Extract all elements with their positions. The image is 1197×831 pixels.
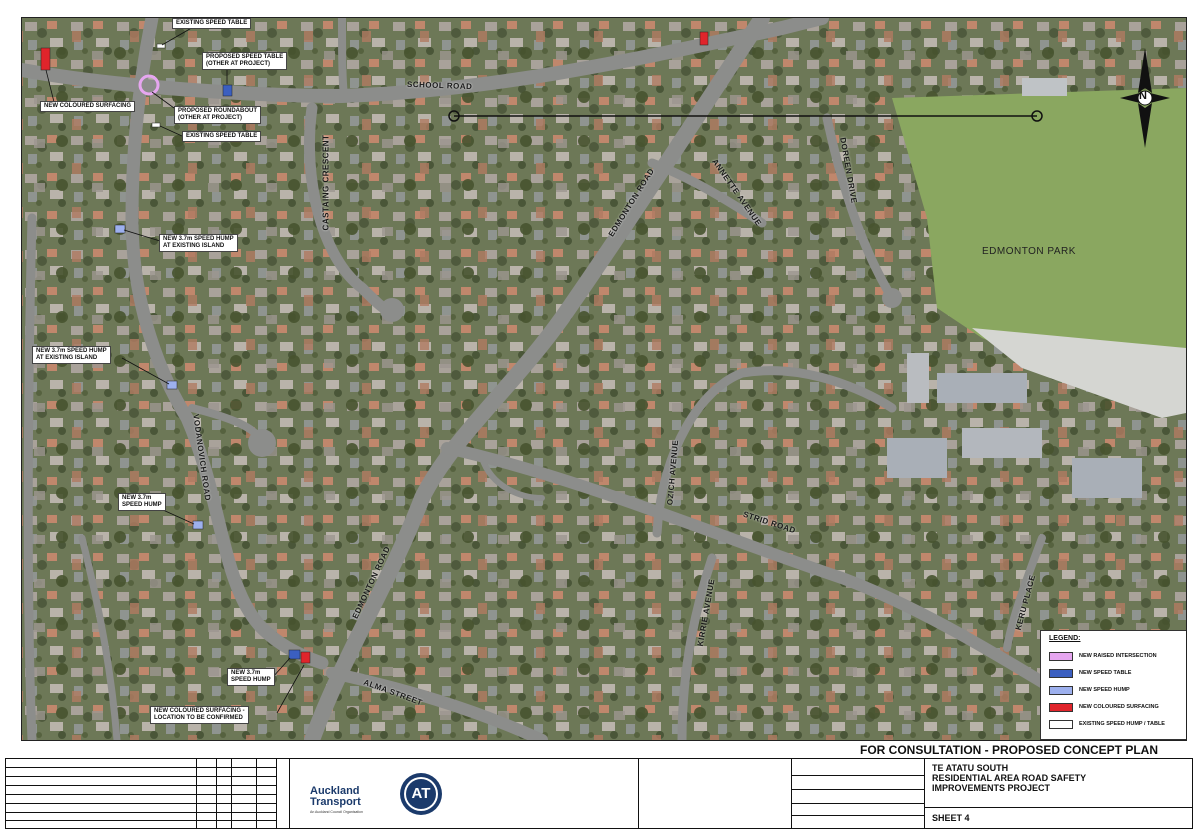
legend-item: NEW SPEED TABLE (1049, 668, 1131, 678)
legend-item: EXISTING SPEED HUMP / TABLE (1049, 719, 1165, 729)
legend-item: NEW SPEED HUMP (1049, 685, 1130, 695)
legend-swatch (1049, 702, 1073, 712)
callout-proposed-roundabout: PROPOSED ROUNDABOUT (OTHER AT PROJECT) (174, 106, 262, 124)
legend-title: LEGEND: (1049, 635, 1081, 642)
sheet-number: SHEET 4 (932, 813, 970, 823)
legend-label: NEW RAISED INTERSECTION (1079, 653, 1157, 659)
title-block: Auckland Transport An Auckland Council O… (5, 758, 1193, 829)
consultation-banner: FOR CONSULTATION - PROPOSED CONCEPT PLAN (860, 743, 1159, 757)
auckland-transport-logo: Auckland Transport (310, 786, 361, 808)
callout-existing-speed-table-mid: EXISTING SPEED TABLE (182, 131, 262, 142)
logo-line-1: Auckland (310, 785, 360, 797)
roundel-text: AT (411, 785, 431, 802)
legend-swatch (1049, 651, 1073, 661)
legend-item: NEW RAISED INTERSECTION (1049, 651, 1157, 661)
project-title: TE ATATU SOUTH RESIDENTIAL AREA ROAD SAF… (932, 763, 1086, 793)
north-arrow-icon: N (1120, 48, 1170, 148)
legend-swatch (1049, 685, 1073, 695)
legend-label: NEW SPEED TABLE (1079, 670, 1132, 676)
map-legend: LEGEND: NEW RAISED INTERSECTION NEW SPEE… (1040, 630, 1186, 740)
legend-item: NEW COLOURED SURFACING (1049, 702, 1159, 712)
callout-coloured-surfacing-top: NEW COLOURED SURFACING (40, 101, 135, 112)
label-castaing-crescent: CASTAING CRESCENT (321, 134, 331, 231)
legend-swatch (1049, 719, 1073, 729)
callout-coloured-surfacing-bottom: NEW COLOURED SURFACING - LOCATION TO BE … (150, 706, 249, 724)
project-line-1: TE ATATU SOUTH (932, 763, 1009, 773)
callout-proposed-speed-table: PROPOSED SPEED TABLE (OTHER AT PROJECT) (202, 52, 288, 70)
legend-swatch (1049, 668, 1073, 678)
callout-hump-3: NEW 3.7m SPEED HUMP (118, 493, 166, 511)
map-graphic (22, 18, 1186, 740)
callout-existing-speed-table-top: EXISTING SPEED TABLE (172, 18, 252, 29)
at-roundel-icon: AT (398, 771, 444, 822)
park-label: EDMONTON PARK (982, 246, 1076, 257)
project-line-3: IMPROVEMENTS PROJECT (932, 783, 1051, 793)
callout-hump-island-1: NEW 3.7m SPEED HUMP AT EXISTING ISLAND (159, 234, 238, 252)
logo-line-2: Transport (310, 796, 361, 808)
legend-label: NEW SPEED HUMP (1079, 687, 1130, 693)
callout-hump-island-2: NEW 3.7m SPEED HUMP AT EXISTING ISLAND (32, 346, 111, 364)
callout-hump-4: NEW 3.7m SPEED HUMP (227, 668, 275, 686)
legend-label: EXISTING SPEED HUMP / TABLE (1079, 721, 1165, 727)
aerial-map[interactable]: SCHOOL ROAD EDMONTON ROAD EDMONTON ROAD … (21, 17, 1187, 741)
legend-label: NEW COLOURED SURFACING (1079, 704, 1159, 710)
project-line-2: RESIDENTIAL AREA ROAD SAFETY (932, 773, 1087, 783)
logo-tagline: An Auckland Council Organisation (310, 810, 363, 814)
north-label: N (1139, 90, 1147, 102)
